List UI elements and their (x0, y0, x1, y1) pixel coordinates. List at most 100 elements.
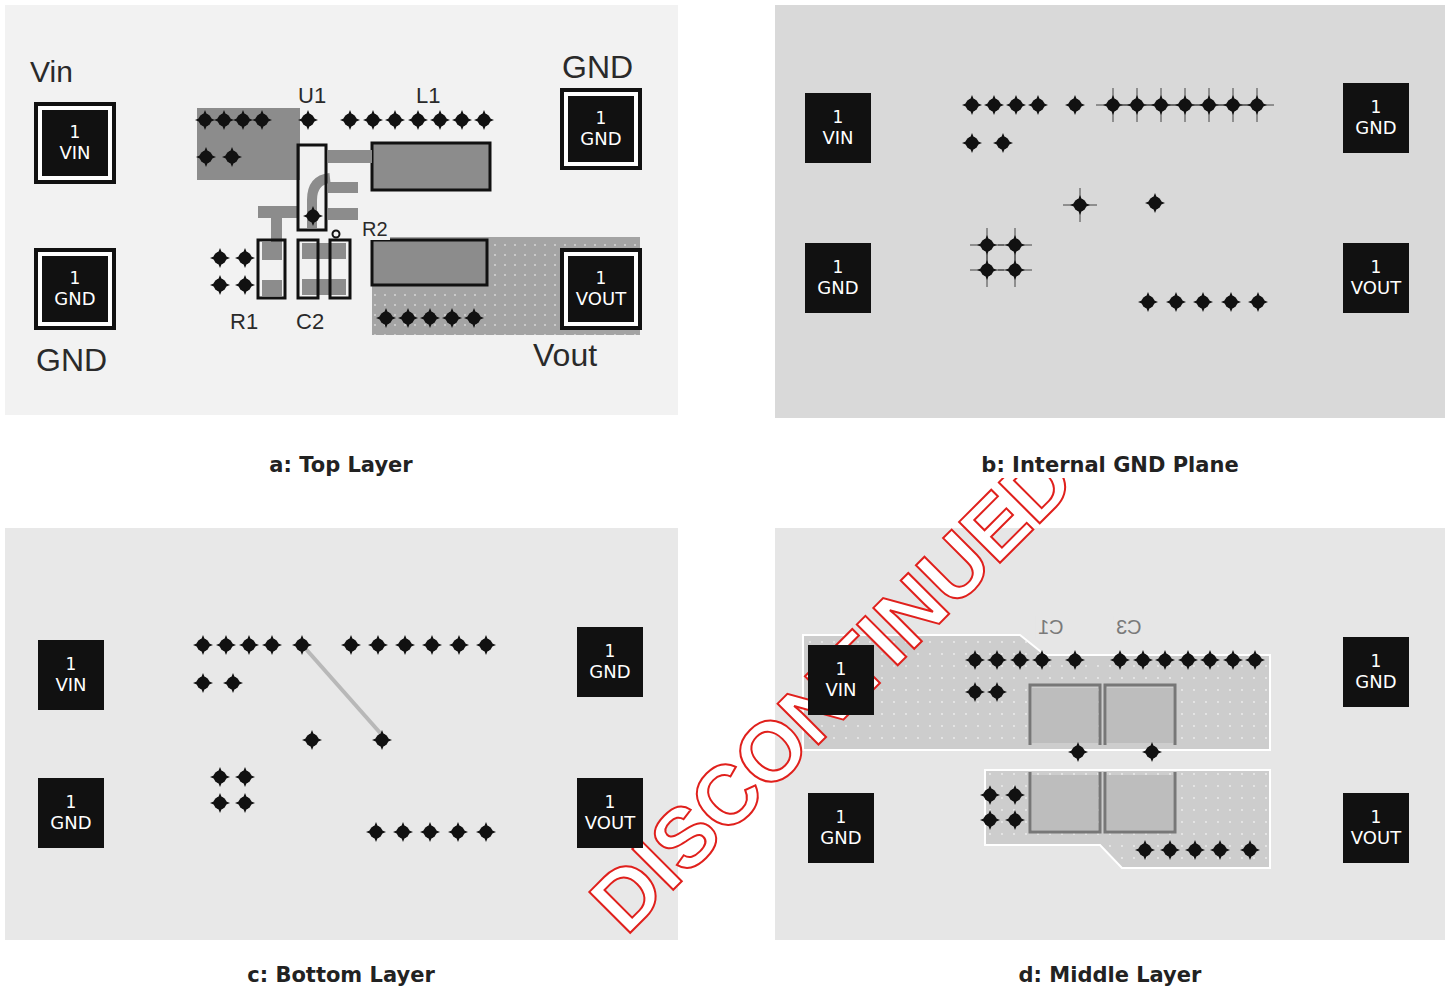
connector-pad: 1VIN (808, 645, 874, 715)
connector-pad: 1VIN (42, 110, 108, 176)
via (1110, 650, 1130, 670)
silkscreen-label: Vout (531, 338, 599, 373)
pad-number: 1 (833, 107, 844, 127)
via (1223, 650, 1243, 670)
capacitor-outline (1030, 685, 1100, 832)
via (193, 635, 213, 655)
via (341, 635, 361, 655)
pad-number: 1 (605, 792, 616, 812)
pad-number: 1 (1371, 97, 1382, 117)
via (1010, 650, 1030, 670)
connector-pad: 1GND (577, 627, 643, 697)
silkscreen-label: C1 (1036, 616, 1066, 638)
via (965, 650, 985, 670)
copper-pour (985, 770, 1270, 868)
pad-name: VIN (822, 127, 853, 149)
capacitor-outline (1105, 685, 1175, 832)
copper-trace (328, 182, 358, 193)
silkscreen-label: C3 (1114, 616, 1144, 638)
capacitor-pad (1032, 775, 1098, 830)
via (980, 785, 1000, 805)
silkscreen-label: R1 (228, 310, 260, 334)
via (1006, 95, 1026, 115)
via (235, 275, 255, 295)
via (962, 95, 982, 115)
silkscreen-label: GND (560, 50, 635, 85)
via (422, 635, 442, 655)
pad-name: GND (580, 128, 621, 150)
via (1155, 650, 1175, 670)
copper-trace (328, 150, 372, 163)
pad-name: VIN (59, 142, 90, 164)
via (474, 110, 494, 130)
via (233, 110, 253, 130)
via (1133, 650, 1153, 670)
via (408, 110, 428, 130)
via (448, 822, 468, 842)
capacitor-pad (1107, 688, 1173, 743)
via (962, 133, 982, 153)
pad-number: 1 (70, 268, 81, 288)
copper-pour (803, 635, 1270, 750)
via (452, 110, 472, 130)
via (292, 635, 312, 655)
via (1210, 840, 1230, 860)
via (1068, 742, 1088, 762)
connector-pad: 1VIN (38, 640, 104, 710)
via (235, 248, 255, 268)
thermal-via (1063, 188, 1097, 222)
via (366, 822, 386, 842)
pad-name: GND (589, 661, 630, 683)
via (984, 95, 1004, 115)
via (372, 730, 392, 750)
via (210, 793, 230, 813)
pad-name: GND (54, 288, 95, 310)
pad-number: 1 (836, 807, 847, 827)
via (1005, 785, 1025, 805)
via (420, 308, 440, 328)
connector-pad: 1GND (1343, 83, 1409, 153)
via (368, 635, 388, 655)
pad-name: GND (1355, 671, 1396, 693)
via (1160, 840, 1180, 860)
via (235, 767, 255, 787)
via (1138, 292, 1158, 312)
via (1166, 292, 1186, 312)
capacitor-outline (298, 240, 318, 298)
via (449, 635, 469, 655)
inductor-pad (372, 143, 490, 190)
silkscreen-label: R2 (360, 218, 390, 240)
connector-pad: 1GND (805, 243, 871, 313)
via (1240, 840, 1260, 860)
via-group (965, 650, 1265, 860)
silkscreen-label: U1 (296, 84, 328, 108)
pad-number: 1 (70, 122, 81, 142)
via (1245, 650, 1265, 670)
pad-name: VIN (825, 679, 856, 701)
via (1065, 95, 1085, 115)
via (420, 822, 440, 842)
via (464, 308, 484, 328)
via (363, 110, 383, 130)
pad-name: VOUT (585, 812, 635, 834)
capacitor-pad (302, 243, 346, 259)
via (214, 110, 234, 130)
connector-pad: 1VOUT (568, 256, 634, 322)
via (216, 635, 236, 655)
panel-caption: c: Bottom Layer (243, 962, 438, 988)
via (298, 110, 318, 130)
via (987, 650, 1007, 670)
via (1142, 742, 1162, 762)
via (1178, 650, 1198, 670)
panel-caption: a: Top Layer (265, 452, 416, 478)
layer-background (5, 5, 678, 415)
via (1185, 840, 1205, 860)
pad-name: GND (817, 277, 858, 299)
pad-name: VOUT (576, 288, 626, 310)
via-group (195, 110, 494, 328)
connector-pad: 1VOUT (1343, 243, 1409, 313)
silkscreen-label: Vin (28, 55, 75, 88)
connector-pad: 1VOUT (577, 778, 643, 848)
pin-marker (333, 231, 340, 238)
via (340, 110, 360, 130)
